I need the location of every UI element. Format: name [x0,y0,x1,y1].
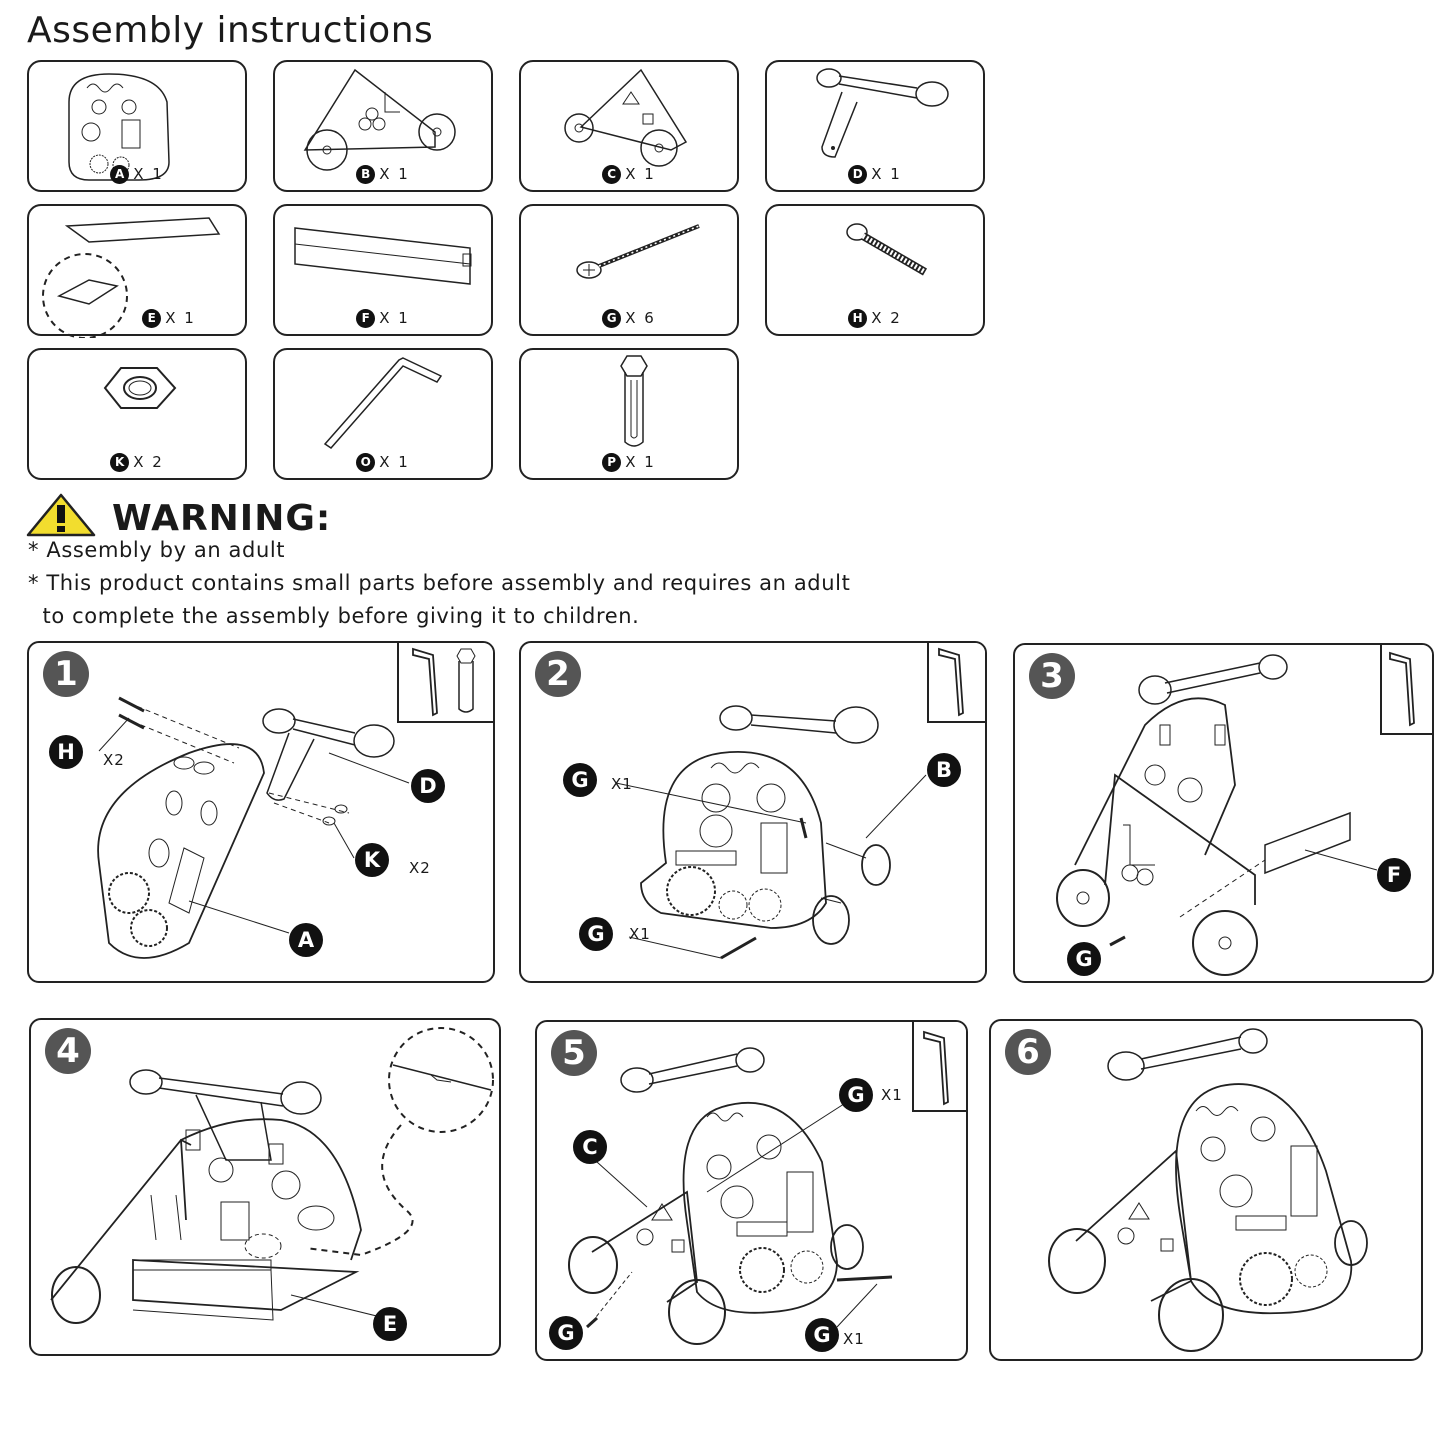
part-quantity: X 1 [379,165,410,183]
part-letter-badge: D [848,165,868,184]
allen-key-icon [1389,651,1415,727]
step-number-badge: 5 [551,1030,597,1076]
part-quantity: X 1 [625,453,656,471]
nut-icon [103,367,177,409]
step-panel-2: 2 G X1 B G X1 [519,641,987,983]
part-quantity: X 1 [379,453,410,471]
step-number-badge: 1 [43,651,89,697]
step-3-illustration [1056,654,1378,976]
callout-badge: G [1067,942,1101,976]
callout-badge: G [839,1078,873,1112]
callout-badge: K [355,843,389,877]
callout-badge: H [49,735,83,769]
callout-quantity: X1 [611,775,633,793]
callout-badge: G [563,763,597,797]
warning-triangle-icon [26,493,96,537]
tool-box [912,1022,966,1112]
warning-line: to complete the assembly before giving i… [28,604,640,628]
step-number-badge: 4 [45,1028,91,1074]
tool-box [397,643,493,723]
step-5-illustration [568,1047,893,1345]
step-panel-1: 1 H X2 D K X2 A [27,641,495,983]
step-4-illustration [50,1027,494,1324]
part-quantity: X 2 [871,309,902,327]
step-number-badge: 6 [1005,1029,1051,1075]
part-letter-badge: P [602,453,622,472]
callout-quantity: X1 [843,1330,865,1348]
tool-box [927,643,985,723]
callout-badge: F [1377,858,1411,892]
tool-box [1380,645,1432,735]
allen-key-icon [923,1030,949,1106]
part-letter-badge: H [848,309,868,328]
callout-badge: E [373,1307,407,1341]
handle-icon [816,68,949,158]
step-number-badge: 2 [535,651,581,697]
callout-badge: D [411,769,445,803]
step-panel-4: 4 E [29,1018,501,1356]
callout-quantity: X2 [409,859,431,877]
activity-board-icon [68,73,170,181]
socket-wrench-icon [620,355,648,447]
bolt-icon [846,223,928,276]
part-quantity: X 2 [133,453,164,471]
callout-badge: B [927,753,961,787]
crossbar-icon [294,227,472,285]
step-panel-5: 5 C G X1 G G X1 [535,1020,968,1361]
step-panel-3: 3 F G [1013,643,1434,983]
warning-title: WARNING: [112,498,332,539]
callout-quantity: X1 [629,925,651,943]
callout-badge: G [549,1316,583,1350]
bottom-board-icon [42,217,221,338]
left-side-panel-icon [303,68,456,171]
step-number-badge: 3 [1029,653,1075,699]
step-panel-6: 6 [989,1019,1423,1361]
part-letter-badge: O [356,453,376,472]
callout-badge: C [573,1130,607,1164]
part-quantity: X 1 [165,309,196,327]
warning-line: * Assembly by an adult [28,538,286,562]
part-letter-badge: A [110,165,130,184]
right-side-panel-icon [564,68,688,167]
part-quantity: X 1 [379,309,410,327]
step-1-illustration [97,696,410,959]
part-quantity: X 1 [625,165,656,183]
part-quantity: X 1 [871,165,902,183]
part-letter-badge: C [602,165,622,184]
allen-key-icon [938,647,964,717]
part-letter-badge: G [602,309,622,328]
part-letter-badge: B [356,165,376,184]
allen-key-icon [412,647,476,717]
callout-badge: A [289,923,323,957]
part-quantity: X 6 [625,309,656,327]
callout-badge: G [805,1318,839,1352]
long-screw-icon [576,224,700,279]
callout-quantity: X1 [881,1086,903,1104]
callout-quantity: X2 [103,751,125,769]
page-title: Assembly instructions [27,10,434,51]
callout-badge: G [579,917,613,951]
part-letter-badge: E [142,309,162,328]
step-2-illustration [615,705,927,960]
part-letter-badge: K [110,453,130,472]
part-quantity: X 1 [133,165,164,183]
allen-key-icon [323,357,443,449]
part-letter-badge: F [356,309,376,328]
warning-line: * This product contains small parts befo… [28,571,851,595]
step-6-illustration [1048,1028,1368,1352]
